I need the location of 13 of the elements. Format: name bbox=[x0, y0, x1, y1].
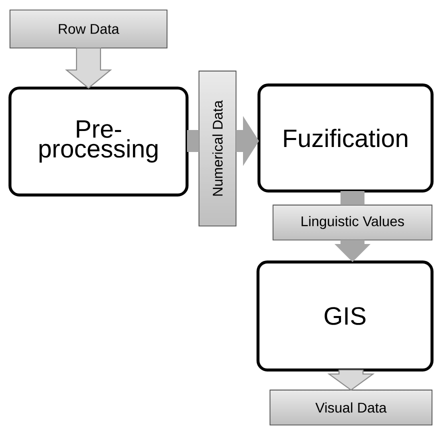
block-arrow bbox=[327, 369, 375, 391]
process-box: Pre- processing bbox=[8, 86, 188, 196]
block-arrow bbox=[340, 191, 364, 205]
label-box: Linguistic Values bbox=[272, 204, 432, 240]
label-box: Numerical Data bbox=[198, 70, 236, 226]
block-arrow bbox=[187, 130, 199, 152]
block-arrow bbox=[65, 47, 112, 89]
process-box: Fuzification bbox=[258, 84, 434, 192]
block-arrow bbox=[236, 116, 259, 166]
label-box: Row Data bbox=[10, 10, 168, 48]
block-arrow bbox=[334, 240, 370, 262]
process-box: GIS bbox=[256, 260, 434, 372]
label-box: Visual Data bbox=[270, 390, 432, 426]
